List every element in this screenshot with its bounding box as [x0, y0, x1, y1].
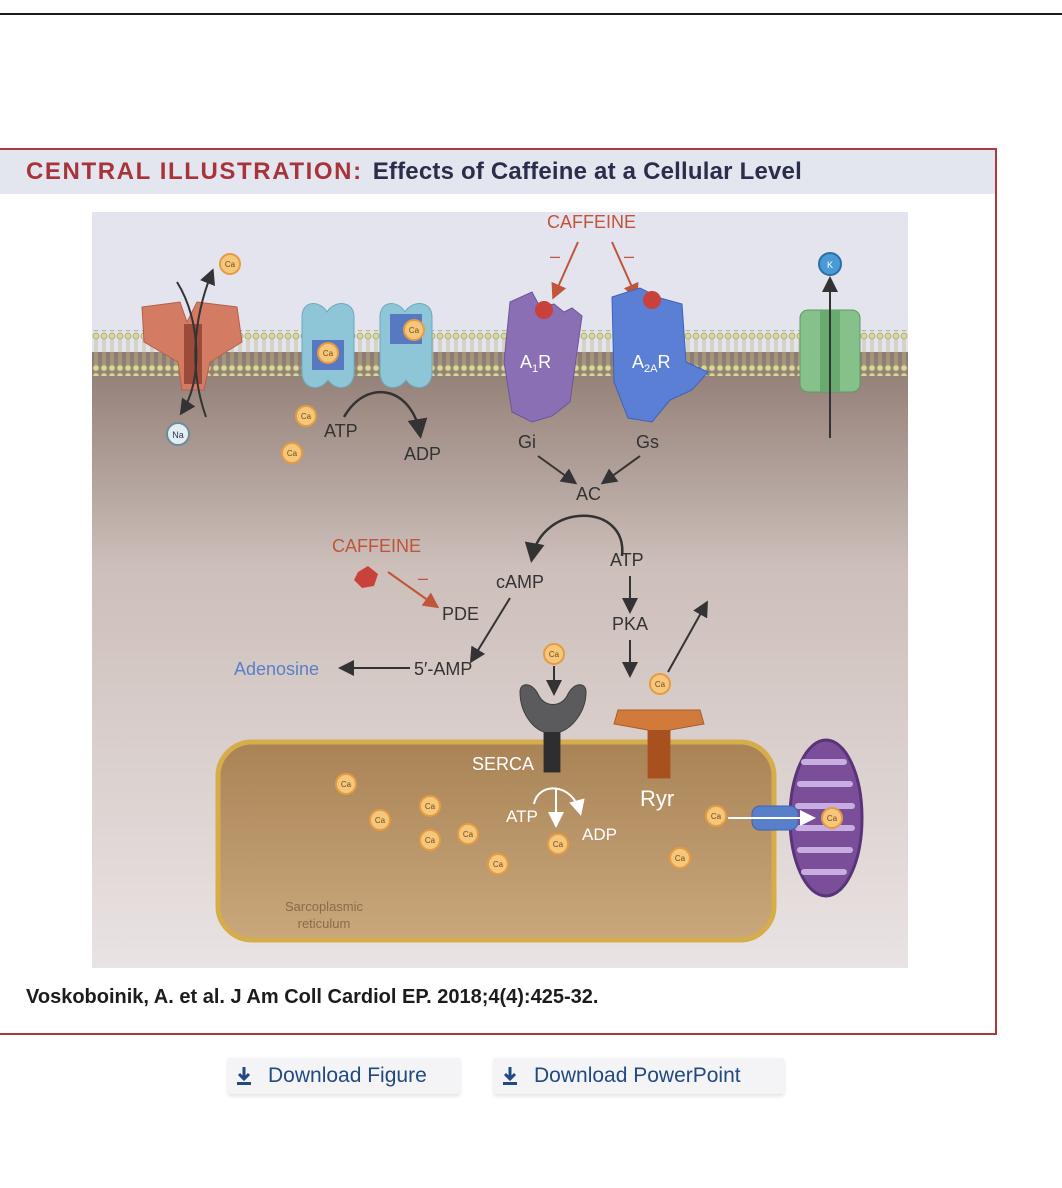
- download-icon: [237, 1067, 251, 1085]
- svg-text:Ca: Ca: [287, 449, 298, 458]
- serca-pump: [519, 684, 587, 773]
- svg-text:Na: Na: [172, 430, 184, 440]
- sr-label: reticulum: [298, 916, 351, 931]
- ac-label: AC: [576, 484, 601, 504]
- download-figure-label: Download Figure: [268, 1064, 427, 1087]
- caffeine-arrow: [611, 241, 639, 300]
- svg-text:Ca: Ca: [827, 814, 838, 823]
- svg-text:A1R: A1R: [520, 352, 551, 375]
- ryr-label: Ryr: [640, 786, 674, 811]
- svg-text:K: K: [827, 260, 833, 270]
- svg-text:Ca: Ca: [553, 840, 564, 849]
- download-powerpoint-label: Download PowerPoint: [534, 1064, 741, 1087]
- gi-label: Gi: [518, 432, 536, 452]
- adenosine-label: Adenosine: [234, 659, 319, 679]
- caffeine-to-pde-arrow: [387, 571, 440, 609]
- sodium-calcium-exchanger: [141, 268, 243, 418]
- svg-text:Ca: Ca: [711, 812, 722, 821]
- download-icon: [503, 1067, 517, 1085]
- svg-text:Ca: Ca: [375, 816, 386, 825]
- sr-adp-label: ADP: [582, 825, 617, 844]
- calcium-atpase-pump: Ca Ca: [301, 303, 433, 388]
- potassium-ion-icon: K: [818, 252, 842, 276]
- atp-adp-arrow: [342, 390, 428, 439]
- caffeine-mid-label: CAFFEINE: [332, 536, 421, 556]
- gs-label: Gs: [636, 432, 659, 452]
- sr-label: Sarcoplasmic: [285, 899, 364, 914]
- calcium-ion-icon: Ca: [821, 807, 843, 829]
- pka-label: PKA: [612, 614, 648, 634]
- svg-text:Ca: Ca: [493, 860, 504, 869]
- atp-label: ATP: [324, 421, 358, 441]
- sodium-ion-icon: Na: [166, 422, 190, 446]
- gi-to-ac-arrow: [537, 455, 578, 485]
- potassium-channel: [799, 276, 861, 438]
- calcium-ion-icon: Ca Ca: [281, 405, 317, 464]
- a1-adenosine-receptor: A1R: [503, 291, 583, 423]
- svg-text:Ca: Ca: [655, 680, 666, 689]
- serca-label: SERCA: [472, 754, 534, 774]
- svg-text:Ca: Ca: [323, 349, 334, 358]
- camp-label: cAMP: [496, 572, 544, 592]
- caffeine-top-label: CAFFEINE: [547, 212, 636, 232]
- figure-citation: Voskoboinik, A. et al. J Am Coll Cardiol…: [26, 986, 599, 1008]
- atp-label-2: ATP: [610, 550, 644, 570]
- calcium-ion-icon: Ca: [547, 833, 569, 855]
- svg-text:Ca: Ca: [425, 802, 436, 811]
- svg-text:Ca: Ca: [341, 780, 352, 789]
- atp-to-camp-arrow: [524, 514, 624, 563]
- adp-label: ADP: [404, 444, 441, 464]
- figure-title-prefix: CENTRAL ILLUSTRATION:: [26, 158, 363, 185]
- minus-sign: –: [550, 246, 560, 266]
- figure-title-bar: CENTRAL ILLUSTRATION: Effects of Caffein…: [0, 150, 995, 194]
- svg-text:A2AR: A2AR: [632, 352, 670, 375]
- caffeine-molecule-icon: [354, 566, 378, 588]
- minus-sign: –: [624, 246, 634, 266]
- figure-title: Effects of Caffeine at a Cellular Level: [372, 158, 802, 185]
- caffeine-cell-diagram: Ca Na Ca Ca Ca Ca ATP ADP CAFFEINE –: [92, 212, 908, 968]
- svg-text:Ca: Ca: [675, 854, 686, 863]
- central-illustration-figure: CENTRAL ILLUSTRATION: Effects of Caffein…: [0, 148, 997, 1035]
- top-divider: [0, 13, 1062, 15]
- svg-text:Ca: Ca: [425, 836, 436, 845]
- minus-sign: –: [418, 568, 428, 588]
- amp-label: 5′-AMP: [414, 659, 472, 679]
- ryanodine-receptor: [613, 709, 705, 779]
- download-powerpoint-button[interactable]: Download PowerPoint: [494, 1058, 784, 1094]
- svg-text:Ca: Ca: [409, 326, 420, 335]
- calcium-ion-icon: Ca: [543, 643, 565, 665]
- pde-label: PDE: [442, 604, 479, 624]
- svg-text:Ca: Ca: [463, 830, 474, 839]
- calcium-ion-icon: Ca: [649, 673, 671, 695]
- download-figure-button[interactable]: Download Figure: [228, 1058, 460, 1094]
- sarcoplasmic-reticulum: [215, 739, 777, 943]
- caffeine-arrow: [551, 241, 579, 300]
- ca-release-arrow: [667, 600, 708, 673]
- calcium-ion-icon: Ca Ca Ca Ca Ca Ca Ca Ca: [335, 773, 727, 875]
- gs-to-ac-arrow: [600, 455, 641, 485]
- svg-text:Ca: Ca: [225, 260, 236, 269]
- svg-text:Ca: Ca: [301, 412, 312, 421]
- a2a-adenosine-receptor: A2AR: [611, 287, 709, 423]
- svg-text:Ca: Ca: [549, 650, 560, 659]
- camp-to-amp-arrow: [469, 597, 511, 664]
- sr-atp-label: ATP: [506, 807, 538, 826]
- calcium-ion-icon: Ca: [219, 253, 241, 275]
